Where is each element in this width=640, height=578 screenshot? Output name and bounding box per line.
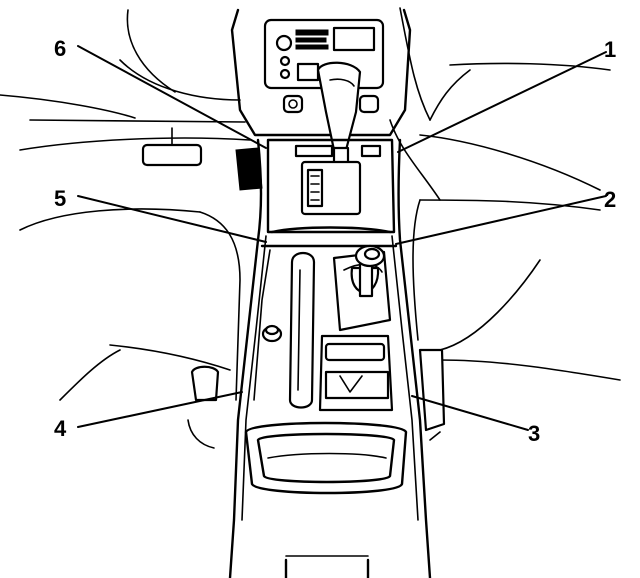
- callout-labels: 1 2 3 4 5 6: [54, 36, 616, 446]
- console-knob: [261, 324, 283, 343]
- callout-2: 2: [604, 187, 616, 212]
- callout-5: 5: [54, 186, 66, 211]
- dashboard-left: [0, 9, 263, 191]
- radio-control-panel: [230, 8, 412, 137]
- cup-holder-tray: [318, 334, 394, 412]
- callout-4: 4: [54, 416, 67, 441]
- right-seat: [412, 199, 621, 441]
- leader-lines: [77, 45, 607, 431]
- leader-6: [77, 45, 267, 149]
- rear-console-end: [284, 555, 370, 578]
- park-brake-lever: [288, 251, 316, 409]
- console-trim-left: [228, 138, 267, 578]
- shift-indicator-bezel: [266, 138, 396, 234]
- left-seat: [19, 208, 241, 449]
- leader-3: [411, 395, 529, 431]
- callout-3: 3: [528, 421, 540, 446]
- console-trim-right: [391, 138, 432, 578]
- leader-4: [77, 391, 243, 428]
- leader-5: [77, 195, 267, 243]
- leader-2: [395, 195, 607, 245]
- callout-1: 1: [604, 37, 616, 62]
- rear-storage-bin: [244, 421, 408, 495]
- transfer-case-lever: [332, 244, 392, 332]
- callout-6: 6: [54, 36, 66, 61]
- leader-1: [397, 51, 607, 153]
